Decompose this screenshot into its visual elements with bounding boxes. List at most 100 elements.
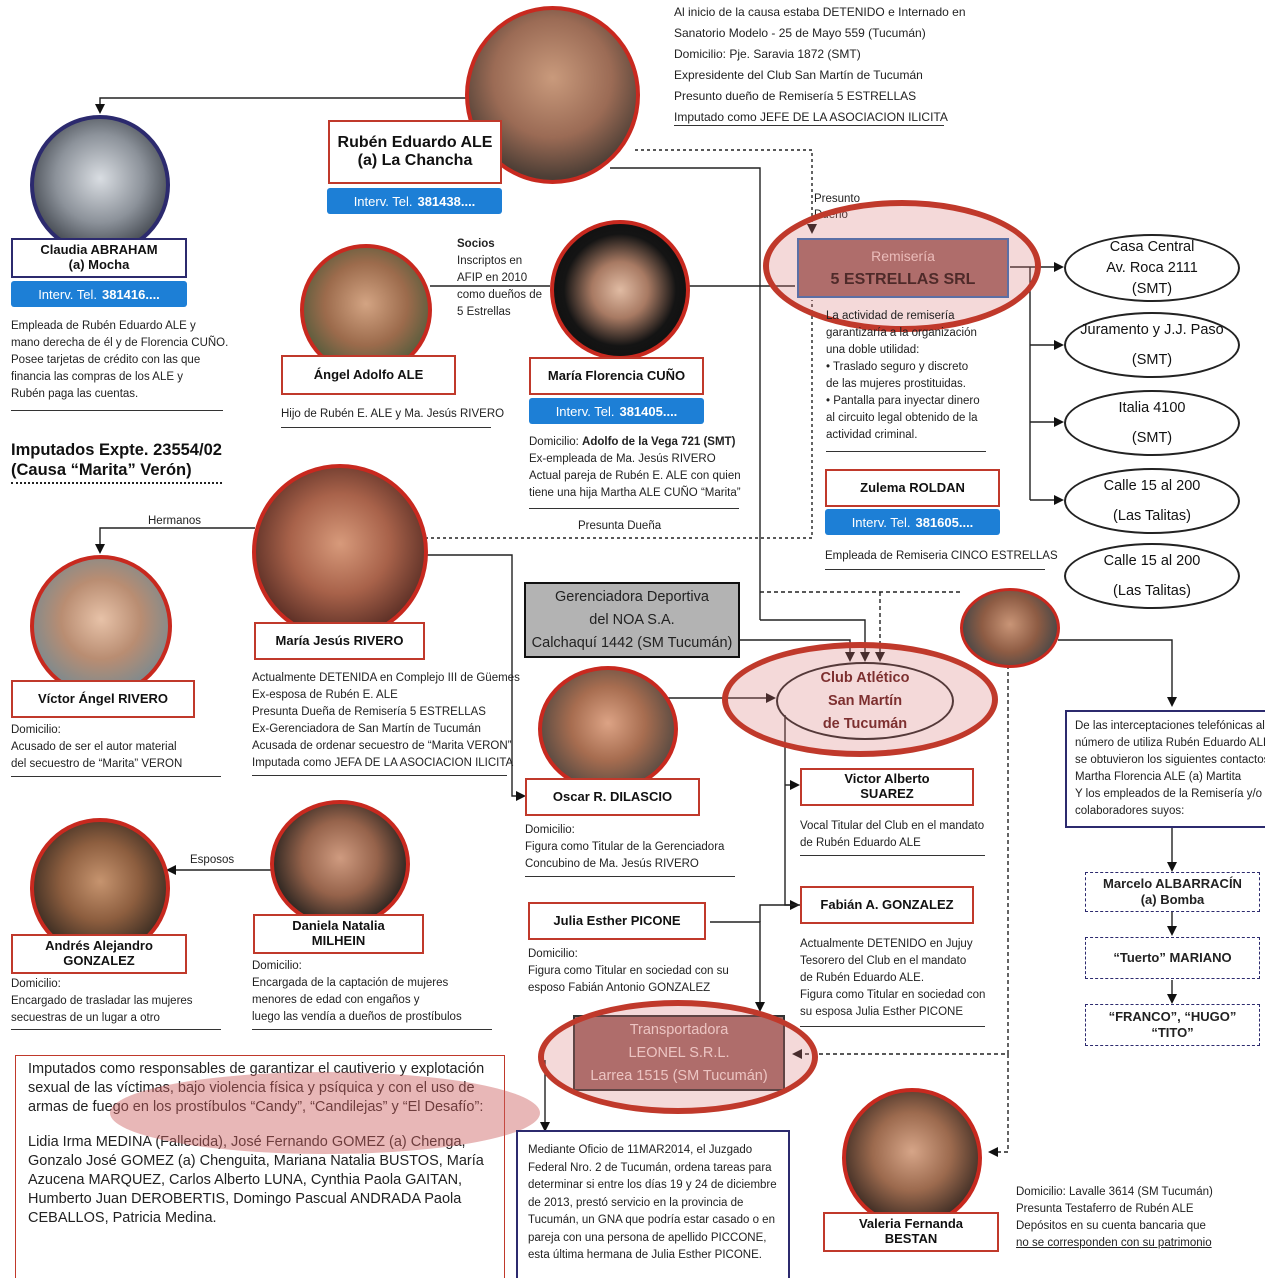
- note-line: Expresidente del Club San Martín de Tucu…: [674, 68, 923, 82]
- divider: [11, 1029, 221, 1030]
- divider: [800, 855, 985, 856]
- note-line: Figura como Titular en sociedad con su: [528, 965, 729, 977]
- note-line: Imputado como JEFE DE LA ASOCIACION ILIC…: [674, 110, 948, 124]
- note-line: mano derecha de él y de Florencia CUÑO.: [11, 337, 229, 349]
- note-line: Inscriptos en: [457, 255, 523, 267]
- esposos-label: Esposos: [190, 854, 235, 866]
- claudia-abraham-tel: Interv. Tel.381416....: [11, 281, 187, 307]
- rivero-name: María Jesús RIVERO: [275, 632, 404, 648]
- gerenciadora-line: Calchaquí 1442 (SM Tucumán): [531, 634, 733, 651]
- note-line: Hijo de Rubén E. ALE y Ma. Jesús RIVERO: [281, 408, 505, 420]
- note-line: Domicilio: Lavalle 3614 (SM Tucumán): [1016, 1186, 1213, 1198]
- location-calle15-b: Calle 15 al 200 (Las Talitas): [1064, 543, 1240, 609]
- divider: [11, 410, 223, 411]
- imputados-highlight: [110, 1072, 540, 1154]
- tel-number: 381405....: [619, 403, 678, 419]
- ruben-ale-tel: Interv. Tel.381438....: [327, 188, 502, 214]
- divider: [529, 508, 739, 509]
- ruben-ale-notes: Al inicio de la causa estaba DETENIDO e …: [674, 2, 966, 128]
- note-line: al circuito legal obtenido de la: [826, 412, 978, 424]
- victor-rivero-name: Víctor Ángel RIVERO: [11, 680, 195, 718]
- note-line: de Rubén Eduardo ALE.: [800, 972, 925, 984]
- valeria-bestan-name: Valeria Fernanda BESTAN: [823, 1212, 999, 1252]
- note-line: como dueños de: [457, 289, 543, 301]
- note-line: Empleada de Rubén Eduardo ALE y: [11, 320, 196, 332]
- tel-number: 381438....: [417, 193, 476, 209]
- andres-name-line2: GONZALEZ: [63, 953, 135, 968]
- club-highlight: [722, 642, 998, 757]
- imputados-names: Lidia Irma MEDINA (Fallecida), José Fern…: [28, 1134, 484, 1226]
- oscar-dilascio-name: Oscar R. DILASCIO: [525, 778, 700, 816]
- daniela-milhein-notes: Domicilio: Encargada de la captación de …: [252, 958, 462, 1026]
- imputados-title: Imputados Expte. 23554/02 (Causa “Marita…: [11, 440, 222, 484]
- note-line: 5 Estrellas: [457, 306, 511, 318]
- andres-gonzalez-name: Andrés Alejandro GONZALEZ: [11, 934, 187, 974]
- victor-suarez-notes: Vocal Titular del Club en el mandato de …: [800, 818, 984, 852]
- julia-picone-notes: Domicilio: Figura como Titular en socied…: [528, 946, 729, 997]
- andres-gonzalez-notes: Domicilio: Encargado de trasladar las mu…: [11, 976, 193, 1027]
- location-line: (Las Talitas): [1113, 508, 1191, 524]
- location-line: Calle 15 al 200: [1103, 553, 1201, 569]
- note-line: Domicilio: Pje. Saravia 1872 (SMT): [674, 47, 861, 61]
- note-line: Figura como Titular de la Gerenciadora: [525, 841, 725, 853]
- note-line: Domicilio:: [11, 724, 61, 736]
- claudia-name-line2: (a) Mocha: [68, 257, 130, 272]
- note-line: esposo Fabián Antonio GONZALEZ: [528, 982, 711, 994]
- location-juramento: Juramento y J.J. Paso (SMT): [1064, 312, 1240, 378]
- note-line: Ex-Gerenciadora de San Martín de Tucumán: [252, 723, 481, 735]
- claudia-abraham-photo: [30, 115, 170, 255]
- note-line: Domicilio:: [252, 960, 302, 972]
- note-line: Figura como Titular en sociedad con: [800, 989, 986, 1001]
- note-line: Posee tarjetas de crédito con las que: [11, 354, 201, 366]
- daniela-milhein-photo: [270, 800, 410, 928]
- note-line: • Pantalla para inyectar dinero: [826, 395, 980, 407]
- note-line: Depósitos en su cuenta bancaria que: [1016, 1220, 1206, 1232]
- note-line: financia las compras de los ALE y: [11, 371, 183, 383]
- florencia-cuno-name: María Florencia CUÑO: [529, 357, 704, 395]
- note-line: Ex-empleada de Ma. Jesús RIVERO: [529, 453, 716, 465]
- divider: [252, 775, 507, 776]
- note-line: Concubino de Ma. Jesús RIVERO: [525, 858, 699, 870]
- dom-label: Domicilio:: [529, 436, 579, 448]
- note-line: número de utiliza Rubén Eduardo ALE: [1075, 737, 1265, 749]
- dilascio-name: Oscar R. DILASCIO: [552, 788, 673, 804]
- location-line: (SMT): [1131, 352, 1173, 368]
- victor-rivero-photo: [30, 555, 172, 697]
- angel-name: Ángel Adolfo ALE: [313, 366, 424, 382]
- imputados-title-line2: (Causa “Marita” Verón): [11, 461, 192, 479]
- location-line: Casa Central: [1109, 238, 1195, 255]
- valeria-bestan-photo: [842, 1088, 982, 1228]
- note-line: su esposa Julia Esther PICONE: [800, 1006, 963, 1018]
- note-line: Martha Florencia ALE (a) Martita: [1075, 771, 1242, 783]
- divider: [826, 451, 986, 452]
- angel-ale-note: Hijo de Rubén E. ALE y Ma. Jesús RIVERO: [281, 406, 504, 423]
- note-line: de las mujeres prostituidas.: [826, 378, 966, 390]
- remiseria-highlight: [763, 200, 1041, 332]
- note-line: se obtuvieron los siguientes contactos:: [1075, 754, 1265, 766]
- location-calle15-a: Calle 15 al 200 (Las Talitas): [1064, 468, 1240, 534]
- zulema-name: Zulema ROLDAN: [860, 479, 965, 495]
- contact-line: Marcelo ALBARRACÍN: [1103, 876, 1242, 891]
- divider: [252, 1029, 492, 1030]
- suarez-name-line1: Victor Alberto: [844, 771, 930, 787]
- milhein-name-line2: MILHEIN: [311, 933, 366, 948]
- note-line: Actual pareja de Rubén E. ALE con quien: [529, 470, 741, 482]
- note-line: Domicilio:: [525, 824, 575, 836]
- imputados-box: Imputados como responsables de garantiza…: [15, 1055, 505, 1278]
- oscar-dilascio-notes: Domicilio: Figura como Titular de la Ger…: [525, 822, 724, 873]
- note-line: Acusada de ordenar secuestro de “Marita …: [252, 740, 512, 752]
- fabian-name: Fabián A. GONZALEZ: [820, 896, 954, 912]
- note-line: Ex-esposa de Rubén E. ALE: [252, 689, 398, 701]
- zulema-roldan-tel: Interv. Tel.381605....: [825, 509, 1000, 535]
- zulema-roldan-name: Zulema ROLDAN: [825, 469, 1000, 507]
- location-line: Calle 15 al 200: [1103, 478, 1201, 494]
- contact-line: “FRANCO”, “HUGO”: [1108, 1009, 1237, 1024]
- contact-mariano: “Tuerto” MARIANO: [1085, 937, 1260, 979]
- divider: [11, 776, 221, 777]
- note-line: De las interceptaciones telefónicas al: [1075, 720, 1265, 732]
- note-line: Imputada como JEFA DE LA ASOCIACION ILIC…: [252, 757, 514, 769]
- note-line: La actividad de remisería: [826, 310, 955, 322]
- tel-number: 381605....: [915, 514, 974, 530]
- note-line: del secuestro de “Marita” VERON: [11, 758, 183, 770]
- contact-line: “TITO”: [1151, 1025, 1194, 1040]
